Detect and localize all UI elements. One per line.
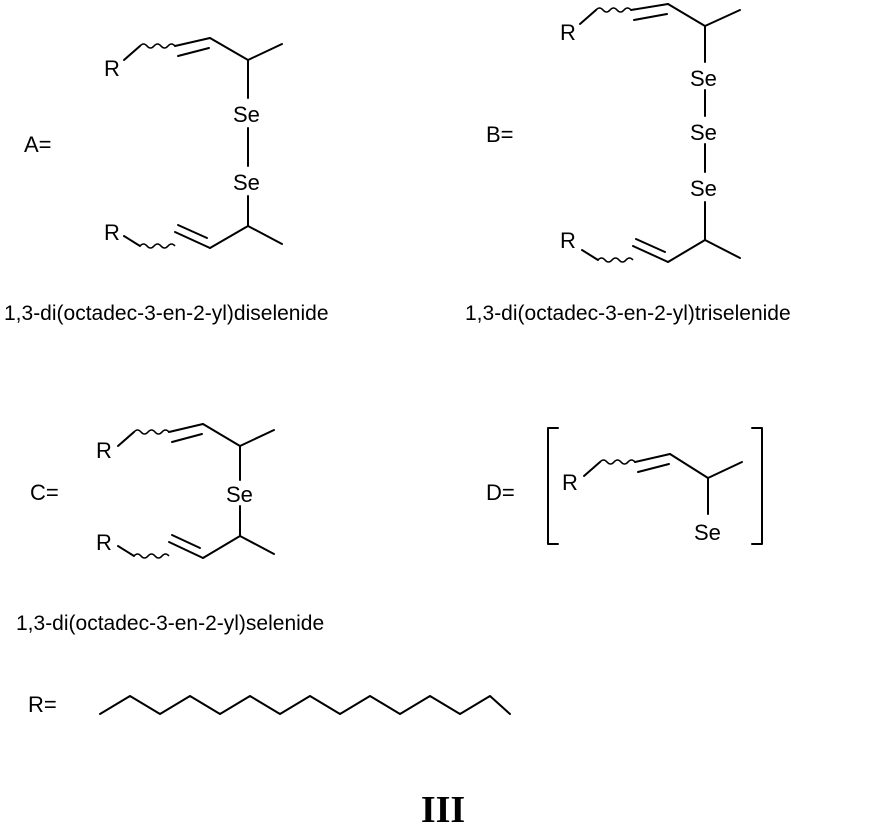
wavy-bond	[595, 7, 632, 13]
alkyl-chain	[99, 695, 511, 715]
atom-r: R	[560, 20, 576, 45]
double-bond-inner	[171, 433, 203, 443]
compound-c-structure: R Se R	[96, 423, 275, 559]
compound-c-name: 1,3-di(octadec-3-en-2-yl)selenide	[16, 612, 324, 635]
atom-r: R	[562, 470, 578, 495]
atom-se: Se	[690, 66, 717, 91]
single-bond	[239, 429, 275, 447]
atom-r: R	[96, 438, 112, 463]
double-bond	[634, 453, 671, 463]
substituent-r-symbol: R=	[28, 692, 57, 717]
double-bond-inner	[635, 238, 666, 253]
atom-se: Se	[233, 102, 260, 127]
atom-se: Se	[690, 120, 717, 145]
compound-a-structure: R Se Se R	[104, 37, 283, 249]
double-bond-inner	[637, 463, 670, 473]
compound-a-symbol: A=	[24, 132, 52, 157]
compound-d: D= R Se	[486, 427, 763, 545]
single-bond	[247, 43, 283, 61]
compound-a: A= R Se Se R 1,3-di(octadec-3-en-2-yl)di…	[4, 37, 329, 325]
single-bond	[579, 9, 597, 25]
compound-d-symbol: D=	[486, 480, 515, 505]
atom-r: R	[104, 56, 120, 81]
wavy-bond	[139, 43, 176, 49]
single-bond	[117, 431, 135, 447]
atom-se: Se	[690, 176, 717, 201]
double-bond	[174, 37, 211, 47]
double-bond-inner	[177, 224, 208, 239]
atom-se: Se	[233, 170, 260, 195]
double-bond	[630, 3, 669, 11]
double-bond	[168, 541, 204, 559]
single-bond	[704, 239, 741, 259]
atom-r: R	[560, 228, 576, 253]
single-bond	[581, 249, 599, 261]
single-bond	[247, 225, 283, 245]
left-bracket	[547, 427, 559, 545]
atom-se: Se	[226, 482, 253, 507]
double-bond	[174, 231, 211, 249]
compound-d-structure: R Se	[547, 427, 763, 545]
compound-b-symbol: B=	[486, 122, 514, 147]
wavy-bond	[133, 429, 170, 435]
double-bond	[168, 423, 204, 433]
single-bond	[123, 45, 141, 61]
double-bond	[632, 245, 669, 263]
single-bond	[669, 453, 709, 479]
atom-r: R	[104, 220, 120, 245]
single-bond	[209, 37, 249, 61]
single-bond	[239, 535, 275, 555]
compound-b-structure: R Se Se Se R	[560, 3, 741, 263]
figure-label: III	[421, 789, 465, 828]
wavy-bond	[599, 459, 636, 465]
atom-r: R	[96, 530, 112, 555]
single-bond	[667, 239, 706, 263]
atom-se: Se	[694, 520, 721, 545]
compound-b: B= R Se Se Se R 1,3-di(octadec	[465, 3, 791, 325]
compound-a-name: 1,3-di(octadec-3-en-2-yl)diselenide	[4, 302, 329, 325]
double-bond-inner	[633, 13, 668, 21]
single-bond	[209, 225, 249, 249]
right-bracket	[751, 427, 763, 545]
double-bond-inner	[171, 534, 201, 549]
single-bond	[202, 423, 241, 447]
substituent-r: R=	[28, 692, 511, 717]
compound-c-symbol: C=	[30, 480, 59, 505]
wavy-bond	[139, 243, 176, 249]
compound-c: C= R Se R 1,3-di(octadec-3-en-2-yl)selen…	[16, 423, 324, 635]
single-bond	[704, 9, 741, 27]
single-bond	[123, 235, 141, 247]
compound-b-name: 1,3-di(octadec-3-en-2-yl)triselenide	[465, 302, 791, 325]
single-bond	[583, 461, 601, 477]
double-bond-inner	[177, 47, 210, 57]
single-bond	[667, 3, 706, 27]
wavy-bond	[133, 553, 170, 559]
single-bond	[117, 545, 135, 557]
wavy-bond	[597, 257, 634, 263]
single-bond	[707, 461, 743, 479]
single-bond	[202, 535, 241, 559]
